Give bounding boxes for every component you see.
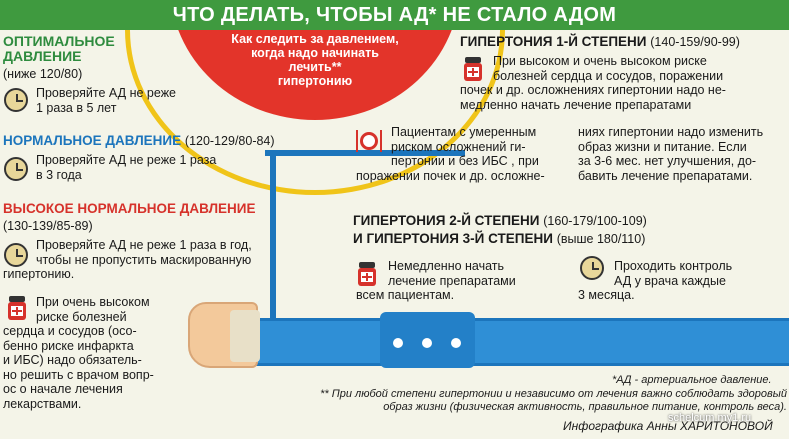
moderate-line: риском осложнений ги- bbox=[391, 139, 526, 154]
stage1-line: При высоком и очень высоком риске bbox=[493, 54, 707, 68]
stage1-heading: ГИПЕРТОНИЯ 1-Й СТЕПЕНИ (140-159/90-99) bbox=[460, 34, 740, 49]
optimal-heading-line1: ОПТИМАЛЬНОЕ bbox=[3, 33, 115, 49]
red-circle-text: Как следить за давлением, когда надо нач… bbox=[195, 32, 435, 88]
normal-advice-line: в 3 года bbox=[36, 167, 82, 182]
stage23-control: Проходить контроль АД у врача каждые bbox=[614, 259, 732, 288]
stage23-treatment-tail: всем пациентам. bbox=[356, 288, 455, 302]
high-normal-advice-line: чтобы не пропустить маскированную bbox=[36, 252, 252, 267]
stage1-moderate-bottom: поражении почек и др. осложне- bbox=[356, 169, 545, 183]
stage3-heading-text: И ГИПЕРТОНИЯ 3-Й СТЕПЕНИ bbox=[353, 231, 553, 246]
stage1-high-risk-bottom: почек и др. осложнениях гипертонии надо … bbox=[460, 83, 726, 112]
plate-cutlery-icon bbox=[356, 128, 382, 154]
red-circle-line: лечить** bbox=[288, 60, 342, 74]
normal-heading-text: НОРМАЛЬНОЕ ДАВЛЕНИЕ bbox=[3, 133, 182, 148]
risk-line: сердца и сосудов (осо- bbox=[3, 324, 137, 338]
normal-advice: Проверяйте АД не реже 1 раза в 3 года bbox=[36, 153, 216, 182]
tonometer-button bbox=[393, 338, 403, 348]
page-title: ЧТО ДЕЛАТЬ, ЧТОБЫ АД* НЕ СТАЛО АДОМ bbox=[0, 0, 789, 30]
high-normal-heading: ВЫСОКОЕ НОРМАЛЬНОЕ ДАВЛЕНИЕ bbox=[3, 201, 256, 216]
treatment-line: лечение препаратами bbox=[388, 273, 516, 288]
red-circle-line: Как следить за давлением, bbox=[231, 32, 399, 46]
optimal-advice-line: 1 раза в 5 лет bbox=[36, 100, 117, 115]
stage23-control-tail: 3 месяца. bbox=[578, 288, 635, 302]
risk-line: бенно риске инфаркта bbox=[3, 338, 134, 353]
high-normal-advice-line: Проверяйте АД не реже 1 раза в год, bbox=[36, 238, 252, 252]
optimal-advice-line: Проверяйте АД не реже bbox=[36, 86, 177, 100]
footnote-line: образ жизни (физическая активность, прав… bbox=[383, 401, 787, 413]
infographic-credit: Инфографика Анны ХАРИТОНОВОЙ bbox=[563, 419, 773, 433]
blue-connector-horizontal bbox=[265, 150, 465, 156]
red-circle-line: когда надо начинать bbox=[251, 46, 379, 60]
sleeve-illustration bbox=[230, 310, 260, 362]
risk-line: При очень высоком bbox=[36, 295, 150, 309]
control-line: АД у врача каждые bbox=[614, 273, 726, 288]
clock-icon bbox=[4, 88, 28, 112]
red-circle-line: гипертонию bbox=[277, 74, 353, 88]
moderate-line: Пациентам с умеренным bbox=[391, 125, 537, 139]
optimal-range: (ниже 120/80) bbox=[3, 67, 83, 81]
risk-line: риске болезней bbox=[36, 309, 127, 324]
high-normal-range: (130-139/85-89) bbox=[3, 219, 93, 233]
footnote-abbreviation: *АД - артериальное давление. bbox=[612, 374, 772, 386]
high-normal-advice3: гипертонию. bbox=[3, 267, 75, 281]
stage1-moderate-continued: ниях гипертонии надо изменить образ жизн… bbox=[578, 125, 763, 183]
stage1-line: болезней сердца и сосудов, поражении bbox=[493, 68, 724, 83]
footnote-lifestyle: ** При любой степени гипертонии и незави… bbox=[300, 388, 787, 414]
footnote-line: ** При любой степени гипертонии и незави… bbox=[320, 388, 787, 400]
stage23-treatment: Немедленно начать лечение препаратами bbox=[388, 259, 516, 288]
treatment-line: Немедленно начать bbox=[388, 259, 505, 273]
stage2-heading-text: ГИПЕРТОНИЯ 2-Й СТЕПЕНИ bbox=[353, 213, 540, 228]
moderate-line: пертонии и без ИБС , при bbox=[391, 154, 539, 168]
stage1-range: (140-159/90-99) bbox=[650, 35, 740, 49]
medicine-bottle-icon bbox=[356, 262, 378, 288]
moderate-line: за 3-6 мес. нет улучшения, до- bbox=[578, 154, 757, 168]
tonometer-cuff bbox=[255, 318, 789, 366]
medicine-bottle-icon bbox=[6, 296, 28, 322]
tonometer-button bbox=[451, 338, 461, 348]
optimal-advice: Проверяйте АД не реже 1 раза в 5 лет bbox=[36, 86, 176, 115]
risk-line: но решить с врачом вопр- bbox=[3, 367, 154, 382]
moderate-line: бавить лечение препаратами. bbox=[578, 168, 753, 183]
stage23-heading: ГИПЕРТОНИЯ 2-Й СТЕПЕНИ (160-179/100-109)… bbox=[353, 212, 647, 248]
stage2-range: (160-179/100-109) bbox=[543, 214, 647, 228]
normal-heading: НОРМАЛЬНОЕ ДАВЛЕНИЕ (120-129/80-84) bbox=[3, 133, 275, 148]
stage1-line: медленно начать лечение препаратами bbox=[460, 97, 692, 112]
moderate-line: ниях гипертонии надо изменить bbox=[578, 125, 764, 139]
risk-line: ос о начале лечения bbox=[3, 382, 123, 396]
watermark: schelcum.my1.ru bbox=[668, 412, 752, 424]
risk-line: и ИБС) надо обязатель- bbox=[3, 353, 142, 367]
high-normal-risk-top: При очень высоком риске болезней bbox=[36, 295, 150, 324]
moderate-line: образ жизни и питание. Если bbox=[578, 139, 747, 154]
optimal-heading-line2: ДАВЛЕНИЕ bbox=[3, 48, 82, 64]
high-normal-advice: Проверяйте АД не реже 1 раза в год, чтоб… bbox=[36, 238, 252, 267]
control-line: Проходить контроль bbox=[614, 259, 733, 273]
blue-connector-vertical bbox=[270, 150, 276, 335]
normal-advice-line: Проверяйте АД не реже 1 раза bbox=[36, 153, 217, 167]
normal-range: (120-129/80-84) bbox=[184, 134, 275, 148]
stage1-heading-text: ГИПЕРТОНИЯ 1-Й СТЕПЕНИ bbox=[460, 34, 647, 49]
stage1-line: почек и др. осложнениях гипертонии надо … bbox=[460, 83, 726, 97]
optimal-heading: ОПТИМАЛЬНОЕ ДАВЛЕНИЕ bbox=[3, 34, 115, 64]
stage1-high-risk-top: При высоком и очень высоком риске болезн… bbox=[493, 54, 723, 83]
risk-line: лекарствами. bbox=[3, 396, 82, 411]
tonometer-button bbox=[422, 338, 432, 348]
stage1-moderate-top: Пациентам с умеренным риском осложнений … bbox=[391, 125, 539, 169]
medicine-bottle-icon bbox=[462, 57, 484, 83]
high-normal-risk-bottom: сердца и сосудов (осо- бенно риске инфар… bbox=[3, 324, 154, 411]
stage3-range: (выше 180/110) bbox=[556, 232, 646, 246]
clock-icon bbox=[580, 256, 604, 280]
clock-icon bbox=[4, 243, 28, 267]
clock-icon bbox=[4, 157, 28, 181]
